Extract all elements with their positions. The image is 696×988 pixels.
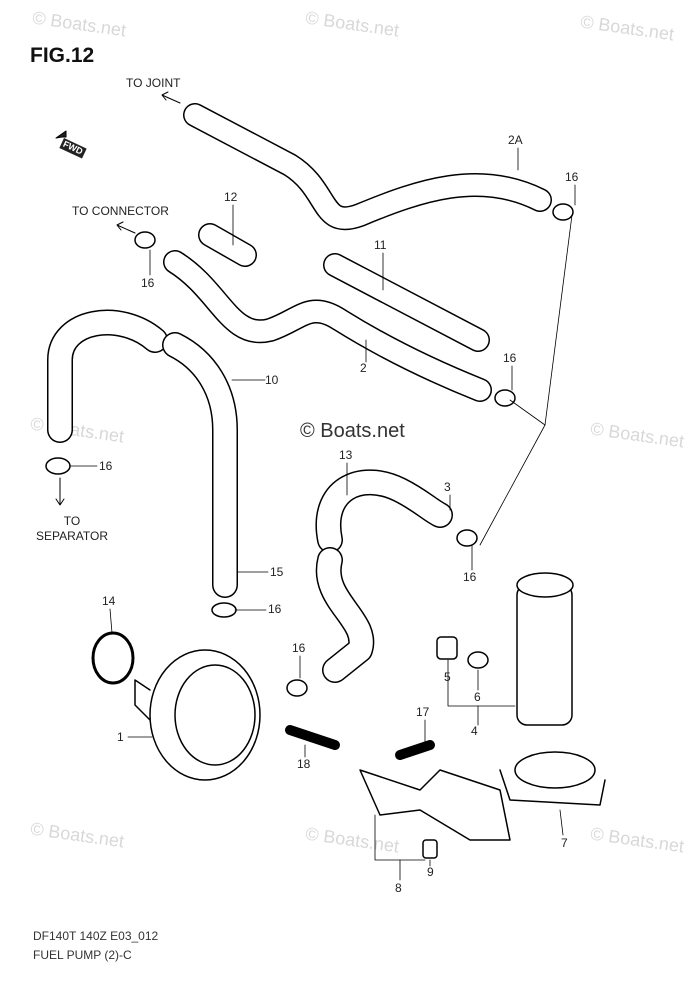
fuel-filter — [516, 584, 573, 726]
clamp-icon — [211, 602, 237, 618]
callout-17: 17 — [416, 705, 430, 719]
callout-12: 12 — [224, 190, 238, 204]
callout-8: 8 — [395, 881, 402, 895]
callout-16: 16 — [141, 276, 155, 290]
arrow-to-joint — [161, 91, 181, 104]
o-ring — [91, 631, 135, 685]
cap-5 — [436, 636, 458, 660]
arrow-to-connector — [116, 221, 136, 234]
callout-11: 11 — [374, 238, 387, 252]
callout-2a: 2A — [508, 133, 523, 147]
to-separator-label: TO SEPARATOR — [36, 514, 109, 543]
fuel-pump — [149, 649, 261, 781]
callout-1: 1 — [117, 730, 124, 744]
figure-title: FIG.12 — [30, 44, 95, 67]
clamp-icon — [134, 231, 156, 249]
to-joint-label: TO JOINT — [126, 76, 181, 90]
center-watermark: © Boats.net — [300, 420, 405, 442]
callout-4: 4 — [471, 724, 478, 738]
callout-2: 2 — [360, 361, 367, 375]
callout-16: 16 — [463, 570, 477, 584]
callout-16: 16 — [268, 602, 282, 616]
callout-14: 14 — [102, 594, 116, 608]
clamp-icon — [494, 389, 516, 407]
diagram-code: DF140T 140Z E03_012 — [33, 929, 159, 943]
cap-9 — [422, 839, 438, 859]
clamp-icon — [552, 203, 574, 221]
bolt-18 — [285, 725, 340, 750]
callout-13: 13 — [339, 448, 353, 462]
callout-16: 16 — [292, 641, 306, 655]
clamp-icon — [286, 679, 308, 697]
arrow-to-separator — [55, 477, 65, 506]
callout-15: 15 — [270, 565, 284, 579]
clamp-icon — [467, 651, 489, 669]
callout-10: 10 — [265, 373, 279, 387]
callout-6: 6 — [474, 690, 481, 704]
callout-16: 16 — [99, 459, 113, 473]
filter-bracket — [514, 751, 596, 789]
callout-18: 18 — [297, 757, 311, 771]
callout-16: 16 — [565, 170, 579, 184]
callout-7: 7 — [561, 836, 568, 850]
callout-9: 9 — [427, 865, 434, 879]
diagram-title: FUEL PUMP (2)-C — [33, 948, 132, 962]
bolt-17 — [395, 740, 435, 760]
callout-16: 16 — [503, 351, 517, 365]
fwd-arrow-icon — [55, 130, 67, 139]
clamp-icon — [45, 457, 71, 475]
callout-5: 5 — [444, 670, 451, 684]
clamp-icon — [456, 529, 478, 547]
to-connector-label: TO CONNECTOR — [72, 204, 169, 218]
bracket-8 — [359, 769, 511, 841]
callout-3: 3 — [444, 480, 451, 494]
